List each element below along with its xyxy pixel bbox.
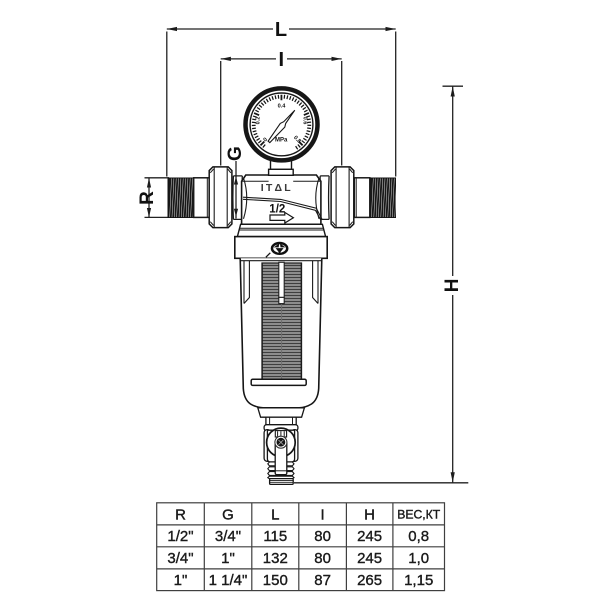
svg-text:0: 0 <box>263 137 269 143</box>
svg-text:80: 80 <box>314 528 331 545</box>
svg-text:H: H <box>364 506 375 523</box>
svg-text:R: R <box>137 191 158 205</box>
svg-text:G: G <box>225 146 246 161</box>
svg-text:1,0: 1,0 <box>408 550 429 567</box>
svg-text:132: 132 <box>263 550 288 567</box>
svg-text:245: 245 <box>357 550 382 567</box>
svg-text:245: 245 <box>357 528 382 545</box>
svg-text:R: R <box>175 506 186 523</box>
svg-text:150: 150 <box>263 572 288 589</box>
svg-text:0,8: 0,8 <box>408 528 429 545</box>
svg-text:115: 115 <box>263 528 287 545</box>
svg-text:1": 1" <box>174 572 188 589</box>
svg-text:80: 80 <box>314 550 331 567</box>
svg-text:L: L <box>271 506 279 523</box>
svg-text:3/4": 3/4" <box>167 550 193 567</box>
svg-text:1": 1" <box>221 550 235 567</box>
svg-text:87: 87 <box>314 572 331 589</box>
svg-text:MPa: MPa <box>275 138 288 144</box>
svg-text:1 1/4": 1 1/4" <box>209 572 248 589</box>
svg-text:G: G <box>222 506 234 523</box>
svg-text:0.4: 0.4 <box>278 104 287 110</box>
svg-text:I: I <box>279 49 285 71</box>
svg-text:ITΔL: ITΔL <box>261 182 293 194</box>
svg-text:ВЕС,КТ: ВЕС,КТ <box>397 507 441 521</box>
svg-text:3/4": 3/4" <box>215 528 241 545</box>
svg-text:0.6: 0.6 <box>301 117 307 125</box>
svg-text:0.8: 0.8 <box>292 135 302 145</box>
svg-text:265: 265 <box>357 572 382 589</box>
svg-text:I: I <box>321 506 325 523</box>
svg-text:0.2: 0.2 <box>256 117 262 125</box>
svg-text:1/2": 1/2" <box>167 528 193 545</box>
svg-text:L: L <box>275 19 287 41</box>
svg-text:H: H <box>442 279 463 293</box>
svg-text:1/2: 1/2 <box>269 204 285 216</box>
svg-text:1,15: 1,15 <box>404 572 433 589</box>
